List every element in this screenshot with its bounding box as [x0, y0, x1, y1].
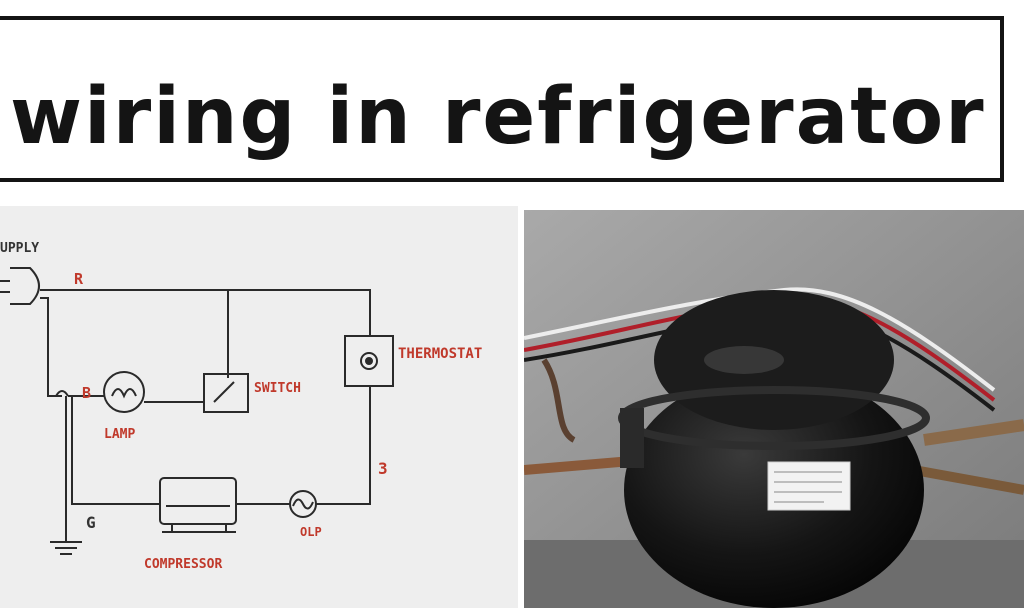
label-r: R [74, 270, 84, 288]
wiring-diagram-panel: UPPLY R B LAMP SWITCH THERMOSTAT 3 G COM… [0, 206, 518, 608]
label-switch: SWITCH [254, 381, 301, 396]
olp-symbol [289, 490, 317, 518]
label-b: B [82, 384, 91, 402]
label-three: 3 [378, 459, 388, 478]
compressor-photo [524, 210, 1024, 608]
label-g: G [86, 513, 96, 532]
wiring-diagram: UPPLY R B LAMP SWITCH THERMOSTAT 3 G COM… [0, 241, 482, 572]
label-olp: OLP [300, 525, 322, 539]
plug-icon [10, 267, 40, 305]
page-title: wiring in refrigerator [10, 72, 986, 162]
label-supply: UPPLY [0, 241, 39, 256]
label-thermostat: THERMOSTAT [398, 346, 482, 362]
title-banner: wiring in refrigerator [0, 16, 1004, 182]
compressor-symbol [159, 477, 237, 525]
compressor-photo-illustration [524, 210, 1024, 608]
label-compressor: COMPRESSOR [144, 557, 222, 572]
switch-symbol [203, 373, 249, 413]
label-lamp: LAMP [104, 427, 135, 442]
lamp-symbol [103, 371, 145, 413]
